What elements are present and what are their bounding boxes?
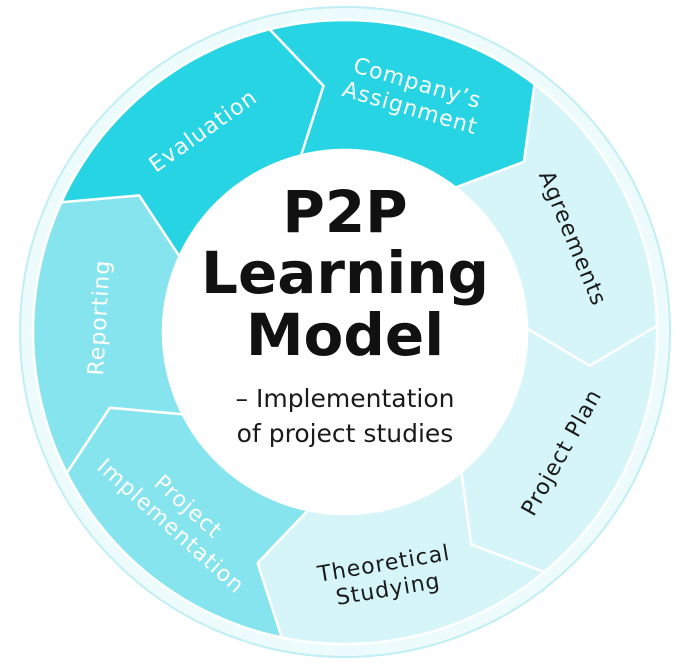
subtitle-line-2: of project studies [237, 419, 454, 448]
center-disc [163, 150, 527, 514]
title-line-1: P2P [282, 178, 407, 246]
subtitle-line-1: – Implementation [236, 384, 455, 413]
title-line-2: Learning [201, 239, 489, 307]
center-text: P2P Learning Model – Implementation of p… [201, 178, 489, 448]
title-line-3: Model [246, 301, 444, 369]
